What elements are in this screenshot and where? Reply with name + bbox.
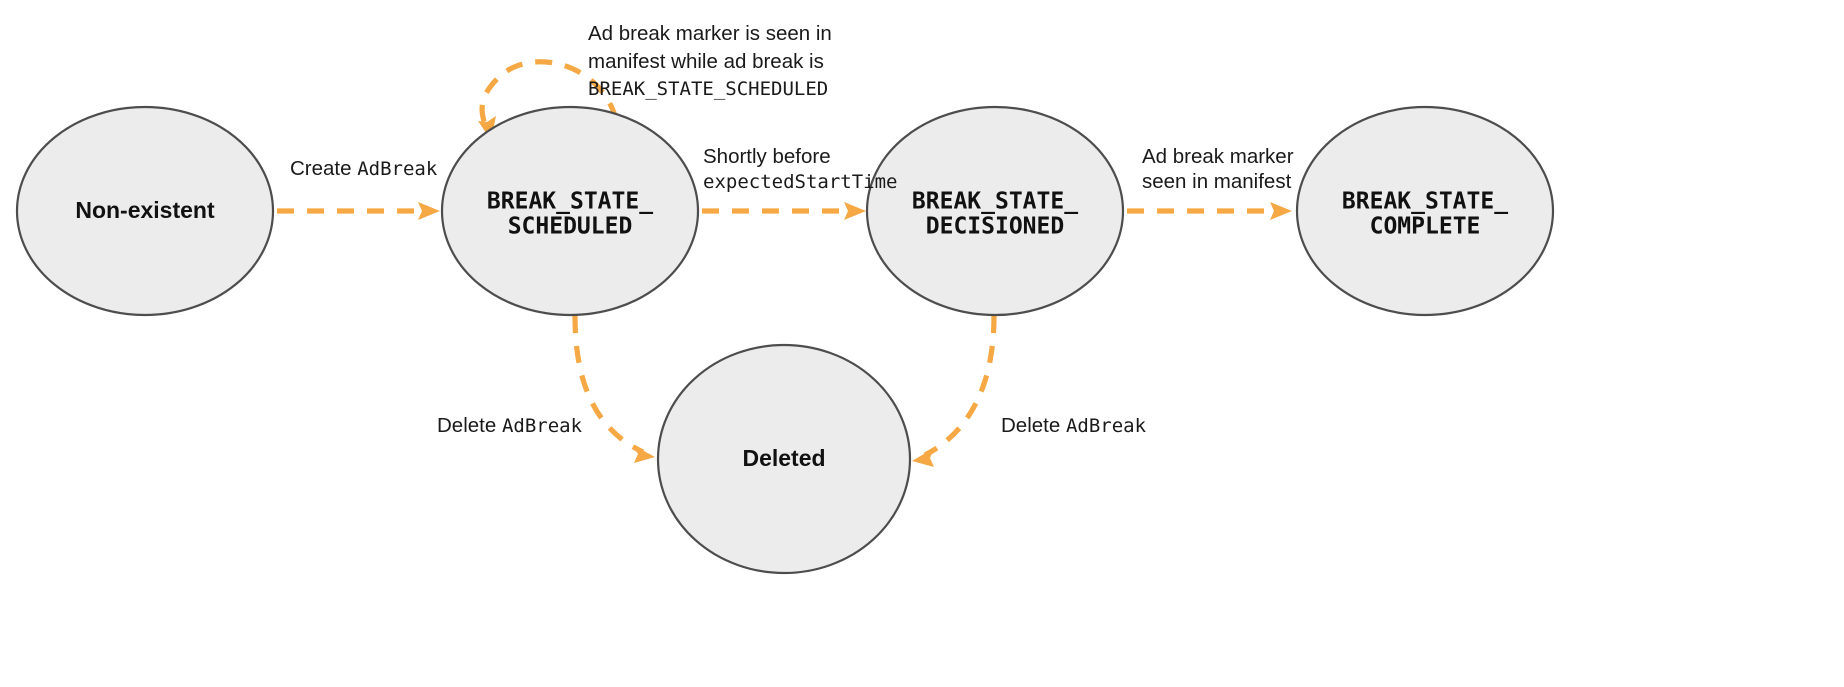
node-break-state-complete-label-line1: BREAK_STATE_ (1342, 189, 1508, 215)
node-break-state-scheduled-label-line2: SCHEDULED (508, 214, 633, 240)
node-break-state-decisioned-shape[interactable] (865, 105, 1125, 317)
node-break-state-complete-shape[interactable] (1295, 105, 1555, 317)
edge-label-scheduled-self-loop-line3: BREAK_STATE_SCHEDULED (588, 78, 828, 100)
node-deleted[interactable]: Deleted (656, 343, 912, 575)
edge-label-scheduled-self-loop-line2: manifest while ad break is (588, 50, 824, 73)
edge-decisioned-to-deleted-path (923, 315, 997, 458)
node-break-state-decisioned[interactable]: BREAK_STATE_ DECISIONED (865, 105, 1125, 317)
edge-decisioned-to-deleted-arrowhead (912, 448, 934, 467)
edge-label-create-adbreak-plain: Create (290, 157, 357, 180)
node-deleted-shape[interactable] (656, 343, 912, 575)
node-break-state-scheduled-label-line1: BREAK_STATE_ (487, 189, 653, 215)
edge-scheduled-to-deleted-path (572, 315, 645, 455)
node-break-state-scheduled[interactable]: BREAK_STATE_ SCHEDULED (440, 105, 700, 317)
edge-label-decisioned-to-deleted-plain: Delete (1001, 414, 1066, 437)
edge-label-decisioned-to-complete-line2: seen in manifest (1142, 170, 1292, 193)
node-break-state-scheduled-shape[interactable] (440, 105, 700, 317)
edge-label-create-adbreak: Create AdBreak (290, 157, 438, 180)
edge-scheduled-to-deleted (572, 315, 655, 463)
node-non-existent[interactable]: Non-existent (15, 105, 275, 317)
node-break-state-complete-label-line2: COMPLETE (1370, 214, 1481, 240)
node-break-state-decisioned-label-line2: DECISIONED (926, 214, 1064, 240)
node-deleted-label: Deleted (742, 445, 825, 471)
edge-label-decisioned-to-deleted-mono: AdBreak (1066, 415, 1147, 437)
edge-decisioned-to-deleted (912, 315, 997, 467)
edge-label-scheduled-to-deleted-mono: AdBreak (502, 415, 583, 437)
edge-create-adbreak (277, 202, 440, 220)
edge-label-create-adbreak-mono: AdBreak (357, 158, 438, 180)
edge-scheduled-to-decisioned-arrowhead (844, 202, 866, 220)
edge-label-scheduled-to-decisioned-line2: expectedStartTime (703, 171, 897, 193)
edge-scheduled-self-loop-path (479, 59, 619, 131)
edge-label-scheduled-self-loop-line1: Ad break marker is seen in (588, 22, 832, 45)
edge-create-adbreak-arrowhead (418, 202, 440, 220)
edge-label-scheduled-to-decisioned-line1: Shortly before (703, 145, 831, 168)
edge-label-decisioned-to-complete-line1: Ad break marker (1142, 145, 1294, 168)
node-non-existent-label: Non-existent (75, 197, 215, 223)
edge-label-decisioned-to-deleted: Delete AdBreak (1001, 414, 1147, 437)
edge-scheduled-to-decisioned (702, 202, 866, 220)
node-non-existent-shape[interactable] (15, 105, 275, 317)
edge-scheduled-to-deleted-arrowhead (633, 445, 655, 463)
edge-label-scheduled-to-deleted-plain: Delete (437, 414, 502, 437)
edge-decisioned-to-complete-arrowhead (1270, 202, 1292, 220)
node-break-state-complete[interactable]: BREAK_STATE_ COMPLETE (1295, 105, 1555, 317)
edge-decisioned-to-complete (1127, 202, 1292, 220)
edge-label-scheduled-to-deleted: Delete AdBreak (437, 414, 583, 437)
node-break-state-decisioned-label-line1: BREAK_STATE_ (912, 189, 1078, 215)
